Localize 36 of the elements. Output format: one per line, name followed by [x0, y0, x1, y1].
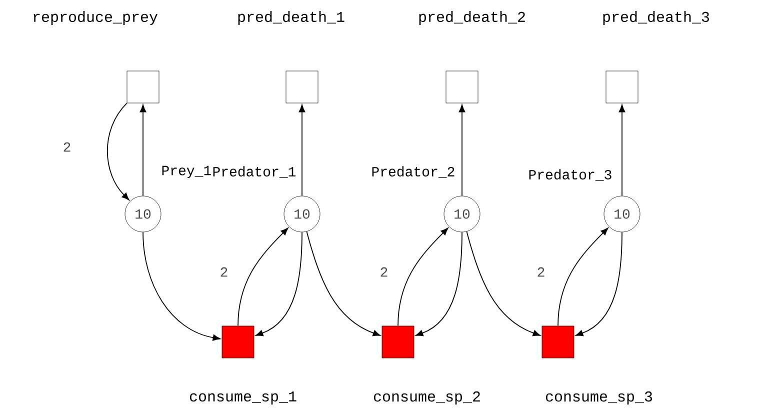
arrow	[415, 232, 462, 336]
arrow	[238, 228, 288, 326]
place-label: Predator_3	[529, 169, 612, 181]
arrow	[398, 228, 448, 326]
arrow	[618, 104, 626, 196]
arrow	[558, 228, 608, 326]
place-label: Predator_2	[372, 166, 454, 178]
place-label: Prey_1	[162, 166, 211, 178]
node-label: consume_sp_1	[190, 391, 296, 404]
arrow	[458, 104, 466, 196]
arrow	[255, 232, 302, 336]
arrow	[140, 104, 146, 196]
edge-label: 2	[218, 266, 230, 278]
arrow	[106, 102, 130, 200]
transition-box: pred_death_3	[603, 11, 710, 104]
node-label: pred_death_1	[238, 11, 344, 25]
node-label: pred_death_2	[419, 11, 525, 25]
node-label: consume_sp_3	[546, 391, 652, 405]
place-label: Predator_1	[213, 166, 296, 178]
arrow	[575, 232, 622, 336]
edge-label: 2	[62, 141, 72, 153]
transition-box: pred_death_1	[238, 11, 344, 104]
node-label: consume_sp_2	[374, 391, 480, 405]
node-label: reproduce_prey	[34, 11, 158, 25]
transition-box: consume_sp_1	[190, 326, 296, 404]
transition-box: reproduce_prey	[34, 11, 160, 104]
transition-box: pred_death_2	[419, 11, 525, 104]
arrow	[142, 232, 220, 341]
edge-label: 2	[536, 266, 546, 278]
transition-box: consume_sp_2	[374, 326, 480, 405]
node-label: pred_death_3	[603, 11, 710, 25]
edge-label: 2	[378, 266, 390, 278]
transition-box: consume_sp_3	[542, 326, 652, 405]
arrow	[298, 104, 306, 196]
arrow	[306, 231, 381, 336]
arrow	[466, 231, 541, 336]
